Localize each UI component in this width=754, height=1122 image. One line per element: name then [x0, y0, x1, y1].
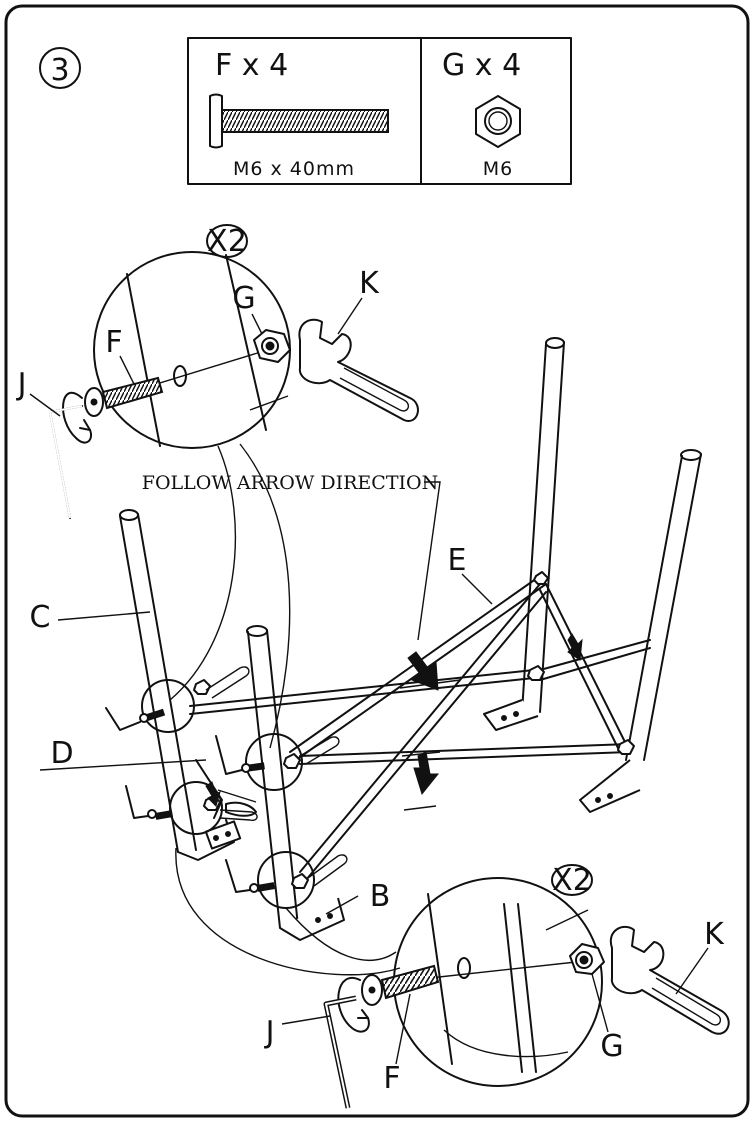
bolt-title: F x 4 — [215, 48, 288, 83]
bolt-icon — [361, 964, 440, 1006]
allen-key-icon — [105, 707, 251, 893]
label-foot: B — [370, 879, 391, 914]
direction-arrow-icon — [205, 633, 583, 807]
label-nut-bottom: G — [600, 1029, 623, 1064]
step-number: 3 — [50, 53, 69, 88]
wrench-icon — [205, 666, 348, 887]
allen-key-icon — [48, 391, 92, 519]
bolt-icon — [139, 708, 275, 893]
nut-icon — [569, 943, 605, 975]
step-badge: 3 — [39, 47, 81, 89]
label-allen-key-bottom: J — [264, 1015, 275, 1050]
nut-icon — [475, 95, 521, 148]
wrench-icon — [609, 925, 730, 1035]
label-bracket: D — [50, 736, 73, 771]
nut-icon — [253, 329, 291, 363]
wrench-icon — [298, 318, 419, 423]
nut-icon — [193, 571, 635, 889]
chair-frame — [105, 337, 702, 941]
nut-spec: M6 — [483, 158, 513, 180]
page-border — [4, 4, 750, 1118]
detail-callout-bottom: X2 — [323, 863, 605, 1109]
label-nut-top: G — [232, 281, 255, 316]
label-bolt-bottom: F — [383, 1061, 400, 1096]
label-bolt-top: F — [105, 325, 122, 360]
detail-callout-top: X2 — [48, 224, 291, 519]
multiplier-badge: X2 — [206, 224, 248, 259]
multiplier-badge: X2 — [551, 863, 593, 898]
bolt-icon — [209, 93, 389, 149]
label-wrench-top: K — [359, 266, 380, 301]
label-crossbar: E — [448, 543, 467, 578]
instruction-text: FOLLOW ARROW DIRECTION — [142, 472, 438, 494]
nut-title: G x 4 — [442, 48, 521, 83]
label-allen-key-top: J — [16, 367, 27, 402]
svg-text:X2: X2 — [207, 224, 247, 259]
bolt-spec: M6 x 40mm — [233, 158, 355, 180]
label-leg: C — [30, 600, 51, 635]
svg-text:X2: X2 — [552, 863, 592, 898]
label-wrench-bottom: K — [704, 917, 725, 952]
hardware-table: F x 4 M6 x 40mm G x 4 M6 — [187, 37, 572, 185]
bolt-icon — [84, 376, 164, 417]
allen-key-icon — [323, 976, 370, 1109]
